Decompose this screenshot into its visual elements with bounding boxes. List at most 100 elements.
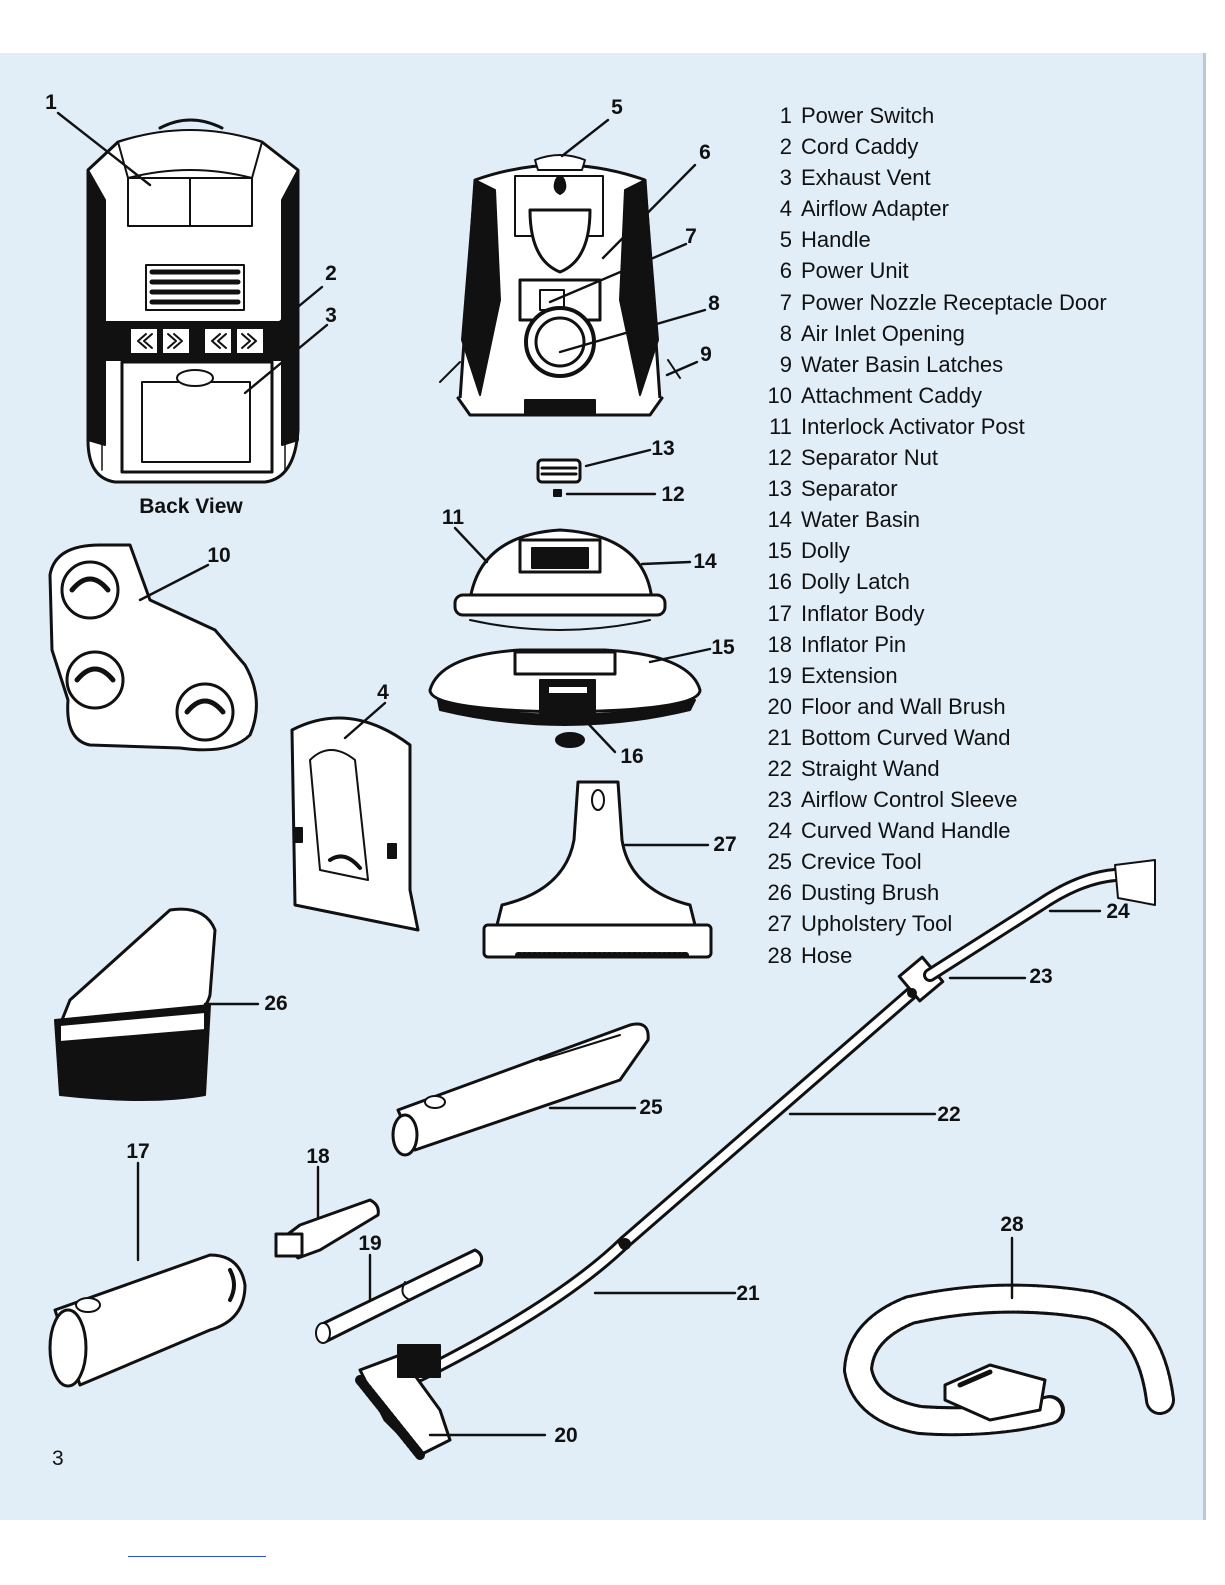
callout-13: 13 xyxy=(651,437,675,460)
legend-label: Extension xyxy=(801,662,898,688)
dolly-illustration xyxy=(428,648,702,748)
callout-10: 10 xyxy=(207,544,231,567)
callout-8: 8 xyxy=(708,292,720,315)
inflator-pin-illustration xyxy=(274,1198,380,1260)
legend-item: 3 Exhaust Vent xyxy=(752,162,1107,193)
callout-4: 4 xyxy=(377,681,389,704)
legend-label: Interlock Activator Post xyxy=(801,413,1025,439)
callout-18: 18 xyxy=(306,1145,330,1168)
legend-label: Straight Wand xyxy=(801,755,940,781)
legend-item: 10 Attachment Caddy xyxy=(752,380,1107,411)
legend-number: 18 xyxy=(767,631,792,657)
callout-17: 17 xyxy=(126,1140,150,1163)
legend-item: 1 Power Switch xyxy=(752,100,1107,131)
legend-label: Water Basin xyxy=(801,507,921,533)
legend-item: 7 Power Nozzle Receptacle Door xyxy=(752,287,1107,318)
legend-label: Upholstery Tool xyxy=(801,911,953,937)
crevice-tool-illustration xyxy=(391,1022,650,1157)
callout-25: 25 xyxy=(639,1096,663,1119)
legend-item: 23 Airflow Control Sleeve xyxy=(752,784,1107,815)
callout-24: 24 xyxy=(1106,900,1130,923)
callout-15: 15 xyxy=(711,636,735,659)
extension-illustration xyxy=(315,1248,484,1344)
callout-3: 3 xyxy=(325,304,337,327)
legend-label: Exhaust Vent xyxy=(801,165,931,191)
legend-number: 14 xyxy=(767,507,792,533)
legend-label: Power Nozzle Receptacle Door xyxy=(801,289,1107,315)
legend-label: Separator xyxy=(801,476,898,502)
callout-21: 21 xyxy=(736,1282,760,1305)
legend-number: 26 xyxy=(767,880,792,906)
legend-label: Inflator Pin xyxy=(801,631,907,657)
callout-9: 9 xyxy=(700,343,712,366)
legend-number: 19 xyxy=(767,662,792,688)
legend-number: 3 xyxy=(779,165,792,191)
legend-label: Separator Nut xyxy=(801,445,938,471)
wand-assembly-illustration xyxy=(413,859,1156,1382)
legend-label: Attachment Caddy xyxy=(801,382,982,408)
legend-number: 4 xyxy=(779,196,792,222)
callout-19: 19 xyxy=(358,1232,382,1255)
callout-16: 16 xyxy=(620,745,644,768)
legend-label: Power Unit xyxy=(801,258,909,284)
callout-7: 7 xyxy=(685,225,697,248)
power-unit-front-illustration xyxy=(439,154,681,417)
legend-item: 13 Separator xyxy=(752,473,1107,504)
legend-label: Air Inlet Opening xyxy=(801,320,965,346)
legend-label: Power Switch xyxy=(801,103,935,128)
legend-number: 7 xyxy=(779,289,792,315)
legend-number: 13 xyxy=(767,476,792,502)
legend-number: 15 xyxy=(767,538,792,564)
legend-label: Airflow Adapter xyxy=(801,196,949,222)
legend-number: 22 xyxy=(767,755,792,781)
inflator-body-illustration xyxy=(48,1253,247,1388)
callout-22: 22 xyxy=(937,1103,961,1126)
legend-number: 25 xyxy=(767,849,792,875)
legend-label: Inflator Body xyxy=(801,600,925,626)
legend-label: Airflow Control Sleeve xyxy=(801,787,1018,813)
legend-number: 23 xyxy=(767,787,792,813)
legend-label: Hose xyxy=(801,942,853,968)
legend-item: 11 Interlock Activator Post xyxy=(752,411,1107,442)
legend-label: Dolly xyxy=(801,538,850,564)
power-unit-back-view-illustration xyxy=(86,118,300,484)
legend-number: 5 xyxy=(779,227,792,253)
legend-label: Water Basin Latches xyxy=(801,351,1004,377)
upholstery-tool-illustration xyxy=(482,780,713,959)
legend-number: 12 xyxy=(767,445,792,471)
legend-label: Handle xyxy=(801,227,871,253)
legend-label: Floor and Wall Brush xyxy=(801,693,1006,719)
floor-wall-brush-illustration xyxy=(355,1344,452,1460)
callout-2: 2 xyxy=(325,262,337,285)
legend-label: Crevice Tool xyxy=(801,849,922,875)
airflow-adapter-illustration xyxy=(290,716,420,932)
page-number: 3 xyxy=(52,1447,64,1470)
legend-number: 17 xyxy=(767,600,792,626)
legend-number: 1 xyxy=(779,103,792,128)
legend-label: Dusting Brush xyxy=(801,880,940,906)
legend-number: 11 xyxy=(769,413,792,439)
legend-number: 27 xyxy=(767,911,792,937)
legend-number: 2 xyxy=(779,134,792,160)
legend-item: 18 Inflator Pin xyxy=(752,629,1107,660)
callout-leader-lines xyxy=(56,111,1102,1437)
legend-label: Dolly Latch xyxy=(801,569,910,595)
callout-1: 1 xyxy=(45,91,57,114)
legend-item: 25 Crevice Tool xyxy=(752,846,1107,877)
callout-28: 28 xyxy=(1000,1213,1024,1236)
attachment-caddy-illustration xyxy=(48,543,258,752)
callout-23: 23 xyxy=(1029,965,1053,988)
legend-number: 10 xyxy=(767,382,792,408)
callout-12: 12 xyxy=(661,483,685,506)
legend-item: 4 Airflow Adapter xyxy=(752,193,1107,224)
legend-item: 27 Upholstery Tool xyxy=(752,908,1107,939)
